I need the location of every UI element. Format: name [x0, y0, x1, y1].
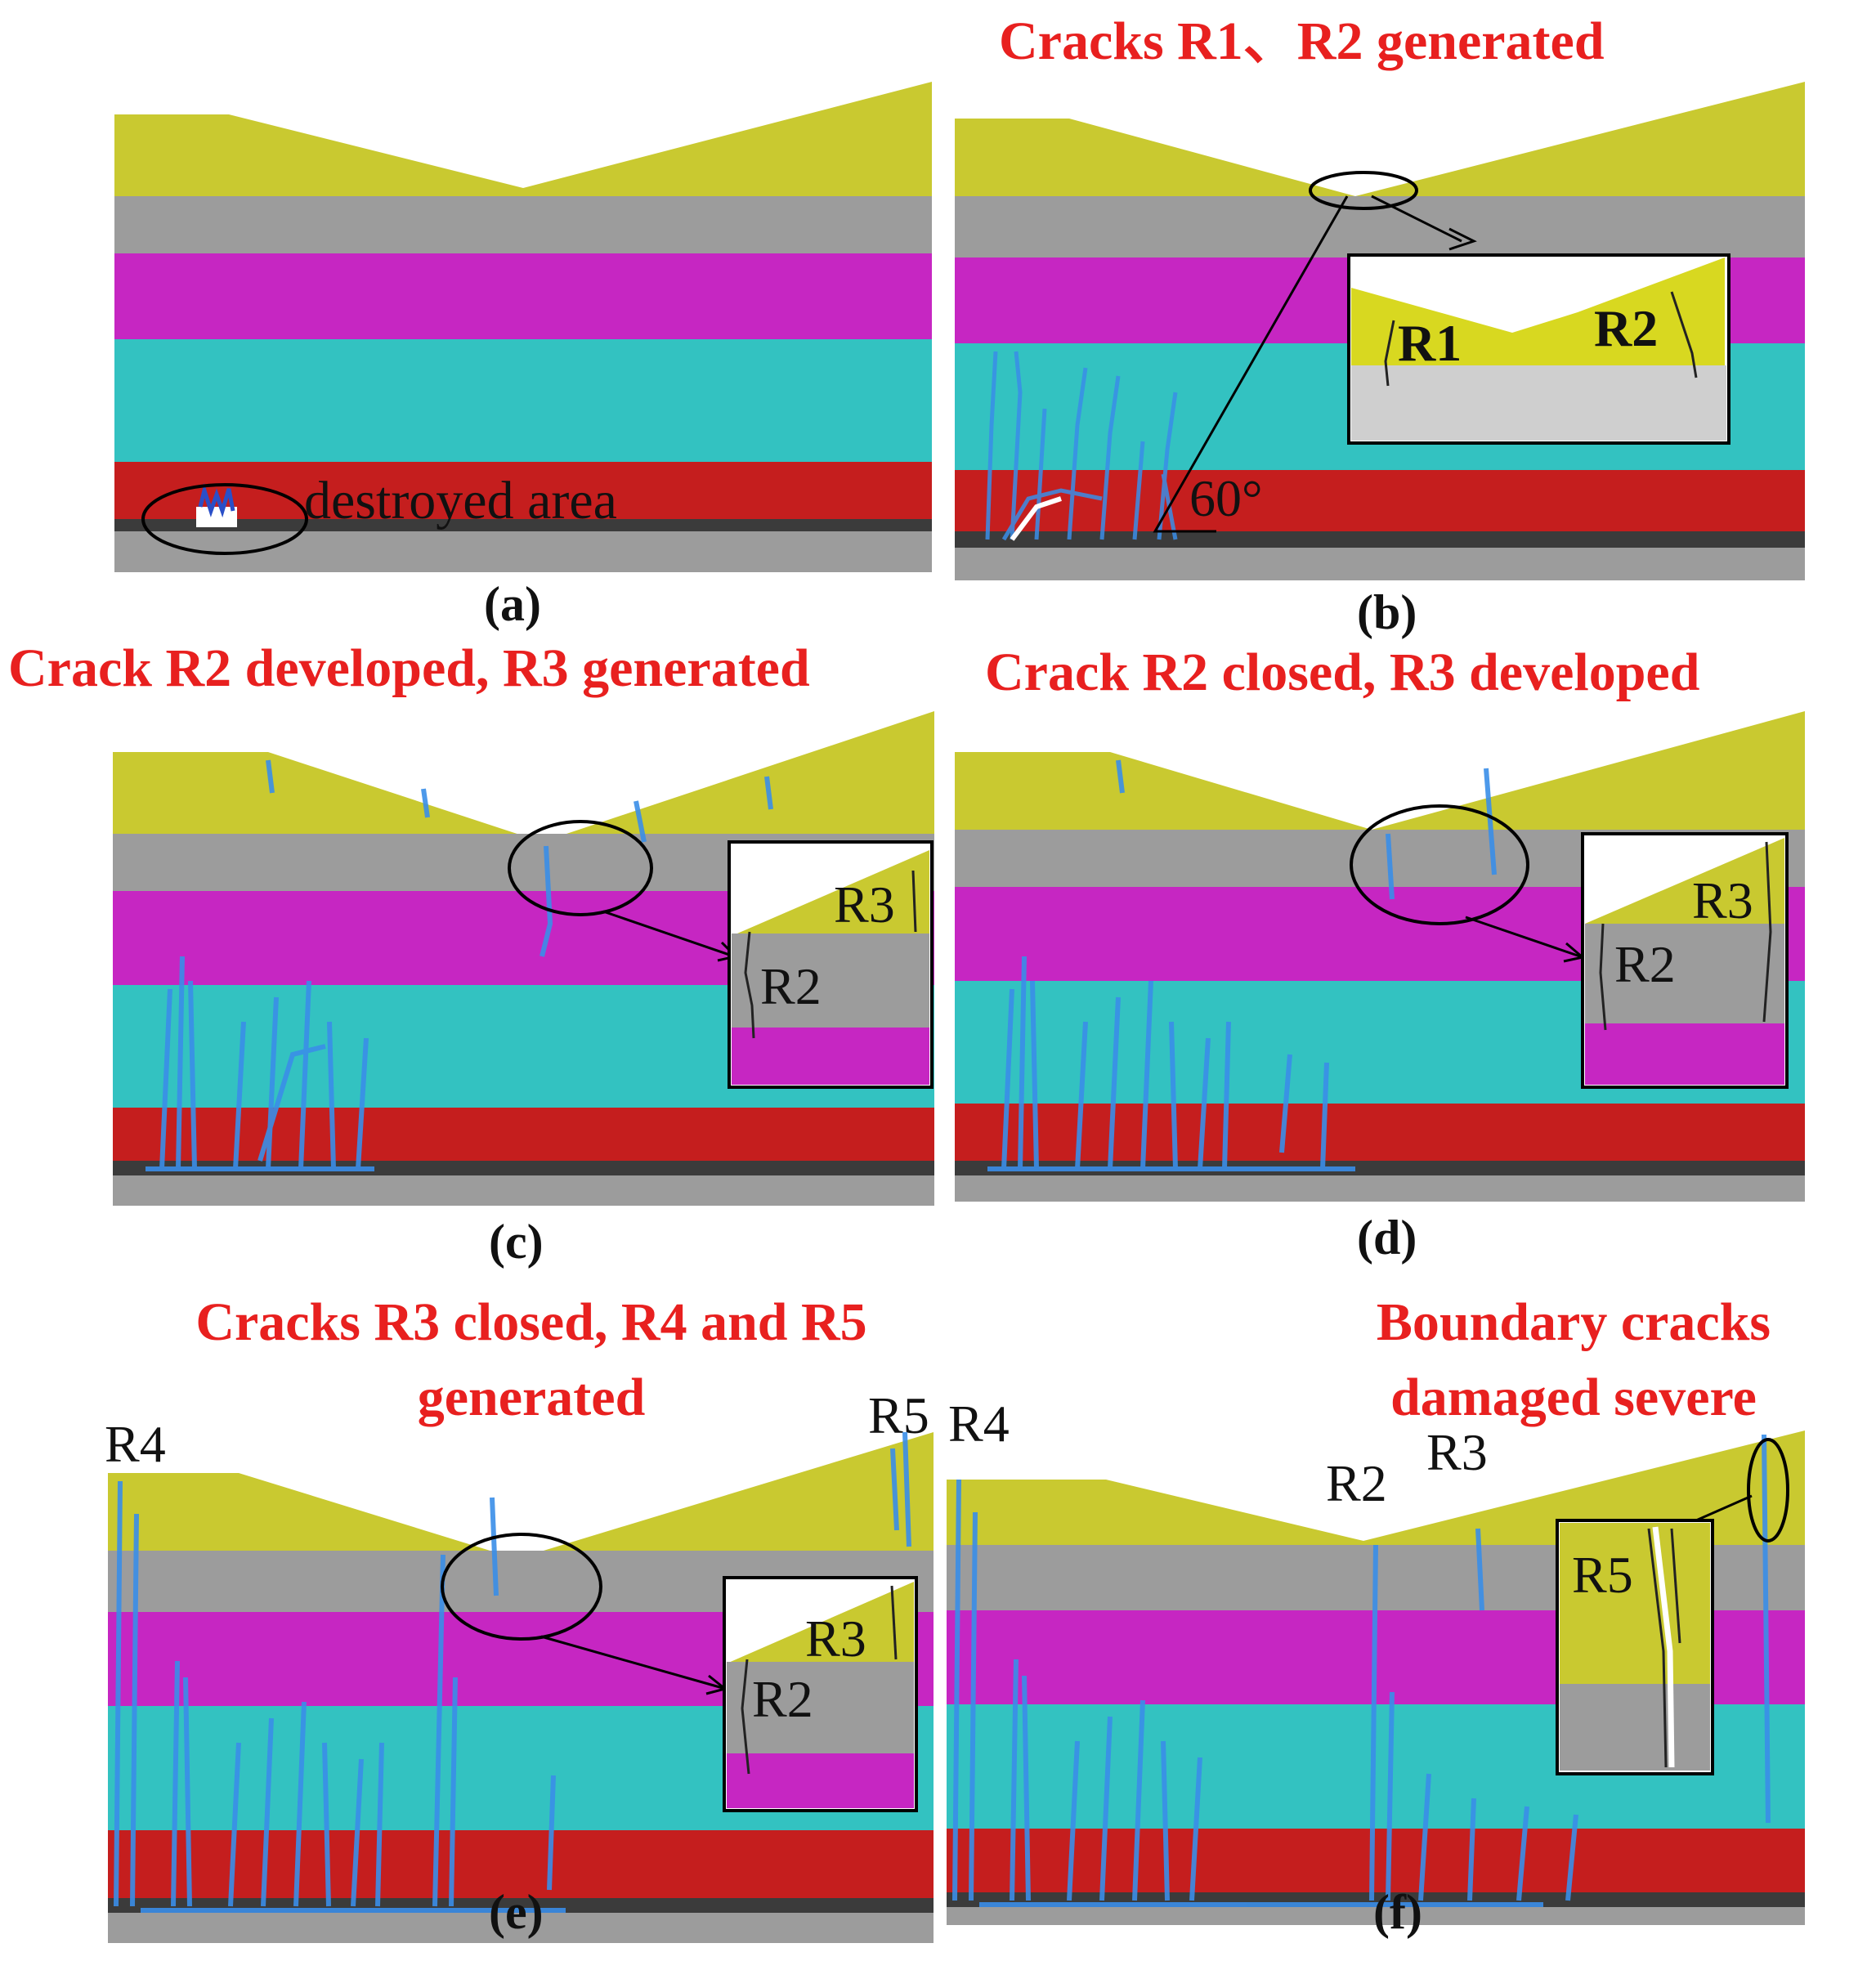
f-r4-label: R4 [948, 1395, 1010, 1453]
inset-e [723, 1576, 918, 1812]
inset-c-r3: R3 [834, 875, 895, 934]
inset-b [1347, 253, 1730, 445]
crack-cluster-c [146, 759, 773, 1171]
inset-e-r3: R3 [805, 1610, 866, 1668]
panel-d-title: Crack R2 closed, R3 developed [985, 643, 1700, 702]
inset-c-r2: R2 [760, 957, 822, 1015]
panel-e-title: Cracks R3 closed, R4 and R5 generated [195, 1292, 867, 1428]
inset-b-r2: R2 [1594, 299, 1659, 357]
crack-cluster-e [114, 1431, 911, 1913]
panel-e-model [108, 1431, 934, 1943]
inset-d [1581, 832, 1789, 1089]
layer-red [114, 462, 932, 519]
layer-dark [114, 519, 932, 531]
panel-c-title: Crack R2 developed, R3 generated [8, 638, 810, 698]
e-r5-label: R5 [868, 1386, 929, 1444]
panel-a-label: (a) [484, 577, 541, 631]
panel-c-label: (c) [489, 1215, 544, 1269]
inset-c [728, 840, 934, 1089]
inset-f-r5: R5 [1572, 1546, 1633, 1604]
panel-e-label: (e) [489, 1885, 544, 1939]
panel-b-title: Cracks R1、R2 generated [999, 11, 1605, 71]
panel-f-title: Boundary cracks damaged severe [1376, 1292, 1771, 1428]
layer-magenta [114, 253, 932, 339]
destroyed-area-marker [141, 482, 308, 555]
crack-cluster-d [987, 759, 1497, 1171]
angle-label: 60° [1189, 469, 1263, 527]
panel-d-label: (d) [1357, 1211, 1417, 1265]
layer-gray [114, 196, 932, 262]
highlight-ellipse [1309, 171, 1418, 210]
inset-e-r2: R2 [752, 1670, 813, 1728]
f-r2-label: R2 [1326, 1454, 1387, 1512]
crack-cluster-b [985, 351, 1178, 541]
inset-d-r3: R3 [1692, 871, 1753, 929]
inset-b-r1: R1 [1398, 314, 1462, 372]
inset-f [1556, 1519, 1714, 1775]
f-r3-label: R3 [1426, 1423, 1488, 1481]
layer-cyan [114, 339, 932, 462]
crack-cluster-f [952, 1434, 1771, 1907]
e-r4-label: R4 [105, 1415, 166, 1473]
inset-d-r2: R2 [1614, 935, 1676, 993]
layer-yellow [114, 82, 932, 196]
panel-b-label: (b) [1357, 585, 1417, 639]
destroyed-area-label: destroyed area [304, 471, 617, 531]
panel-f-label: (f) [1373, 1885, 1422, 1939]
panel-a-model [114, 82, 932, 572]
